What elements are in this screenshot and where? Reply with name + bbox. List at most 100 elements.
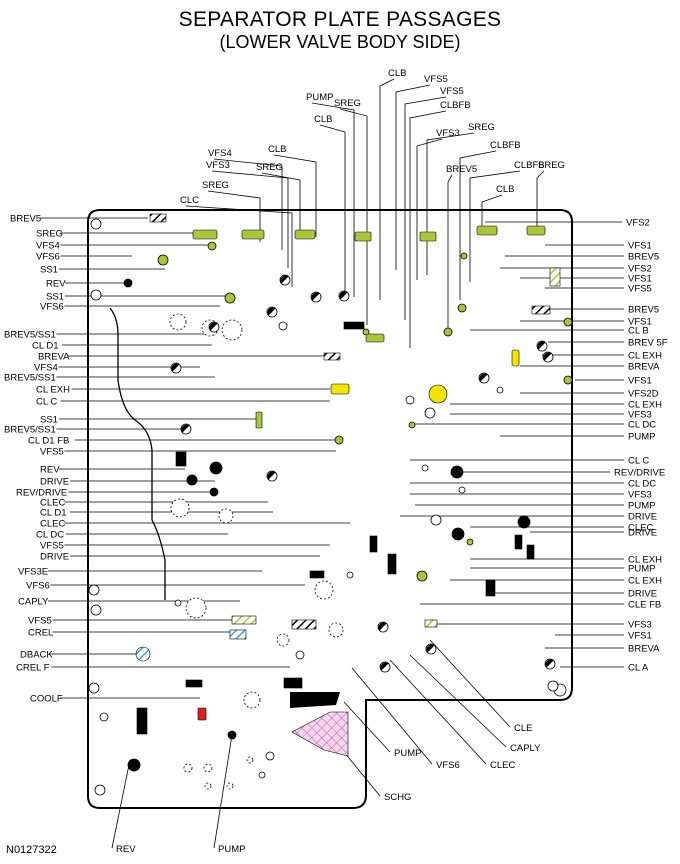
top-label: SREG — [256, 162, 283, 173]
plate-inner-edge — [109, 307, 166, 600]
left-label: SS1 — [40, 415, 58, 426]
labels: BREV5SREGVFS4VFS6SS1REVSS1VFS6BREV5/SS1C… — [4, 68, 668, 855]
top-label: CLBFB — [514, 160, 545, 171]
left-label: DBACK — [20, 650, 53, 661]
figure-number: N0127322 — [6, 844, 57, 856]
leader-line — [447, 174, 453, 333]
right-label: BREV 5F — [628, 338, 668, 349]
passage-hole — [203, 763, 213, 773]
hatched-slot — [424, 619, 438, 628]
passage-slot — [185, 679, 203, 688]
hatched-slot — [531, 305, 551, 315]
right-label: DRIVE — [628, 512, 657, 523]
right-label: DRIVE — [628, 528, 657, 539]
hatched-slot — [231, 615, 257, 625]
left-label: VFS5 — [40, 541, 64, 552]
left-label: COOLF — [30, 694, 63, 705]
bottom-label: REV — [116, 844, 136, 855]
dback-port — [135, 646, 151, 662]
passage-hole — [424, 407, 436, 419]
passage-hole — [451, 527, 465, 541]
passage-hole — [547, 680, 559, 692]
left-label: CL C — [36, 397, 57, 408]
leader-line — [409, 654, 507, 748]
passage-half-fill — [378, 622, 387, 631]
top-label: CLB — [314, 114, 332, 125]
page-title: SEPARATOR PLATE PASSAGES — [178, 8, 502, 31]
passage-hole — [278, 321, 288, 331]
passage-hole — [209, 461, 223, 475]
passage-hole — [328, 622, 344, 638]
right-label: REV/DRIVE — [614, 468, 665, 479]
passage-hole — [218, 508, 234, 524]
passage-hole — [127, 758, 141, 772]
right-label: CL EXH — [628, 555, 662, 566]
leader-line — [409, 110, 447, 348]
hatched-slot — [291, 619, 317, 630]
passage-hole — [265, 751, 275, 761]
plate-outline — [87, 209, 573, 809]
right-label: VFS1 — [628, 241, 652, 252]
right-label: VFS1 — [628, 274, 652, 285]
passage-slot — [387, 553, 397, 575]
leader-line — [429, 639, 511, 728]
passage-hole — [243, 691, 261, 709]
passage-half-fill — [181, 424, 190, 433]
left-label: SS1 — [46, 292, 64, 303]
leader-line — [426, 132, 475, 275]
hatched-slot — [323, 352, 341, 361]
passage-slot — [175, 451, 187, 467]
right-label: VFS1 — [628, 317, 652, 328]
right-label: CL B — [628, 326, 649, 337]
top-label: VFS3 — [206, 160, 230, 171]
top-label: SREG — [334, 98, 361, 109]
left-label: VFS6 — [26, 581, 50, 592]
left-label: VFS3E — [18, 567, 48, 578]
right-label: CL EXH — [628, 351, 662, 362]
bottom-label: SCHG — [384, 792, 411, 803]
top-label: CLBFB — [490, 140, 521, 151]
leader-line — [389, 659, 487, 765]
right-label: CL DC — [628, 420, 656, 431]
leader-line — [459, 150, 497, 300]
passage-hole — [90, 218, 102, 230]
hatched-slot — [149, 213, 167, 223]
passage-hole — [123, 278, 133, 288]
leader-line — [404, 96, 447, 320]
right-label: VFS3 — [628, 490, 652, 501]
passage-hole — [457, 303, 467, 313]
right-label: CLEC — [628, 523, 653, 534]
bottom-label: PUMP — [394, 748, 421, 759]
right-label: CL EXH — [628, 400, 662, 411]
passage-hole — [94, 784, 106, 796]
left-label: CREL — [28, 628, 53, 639]
top-label: VFS4 — [208, 148, 232, 159]
passage-slot — [526, 225, 546, 236]
cl-exh-port — [428, 384, 448, 404]
right-label: VFS2 — [626, 218, 650, 229]
left-label: VFS5 — [40, 447, 64, 458]
left-label: VFS6 — [40, 302, 64, 313]
leader-line — [111, 759, 131, 849]
left-label: REV — [46, 279, 66, 290]
leader-line — [469, 170, 521, 282]
leader-line — [343, 701, 391, 753]
passage-hole — [458, 486, 466, 494]
top-label: SREG — [468, 122, 495, 133]
leader-line — [311, 102, 355, 297]
passage-hole — [496, 386, 504, 394]
passage-hole — [460, 252, 468, 260]
left-label: VFS5 — [28, 616, 52, 627]
passage-hole — [405, 395, 415, 405]
passage-half-fill — [339, 291, 348, 300]
left-label: VFS4 — [36, 241, 60, 252]
left-label: REV — [40, 465, 60, 476]
passage-half-fill — [426, 644, 435, 653]
right-label: VFS1 — [628, 631, 652, 642]
passage-hole — [563, 375, 573, 385]
left-label: DRIVE — [40, 552, 69, 563]
passage-hole — [258, 771, 266, 779]
left-label: VFS6 — [36, 252, 60, 263]
leader-line — [213, 158, 283, 250]
